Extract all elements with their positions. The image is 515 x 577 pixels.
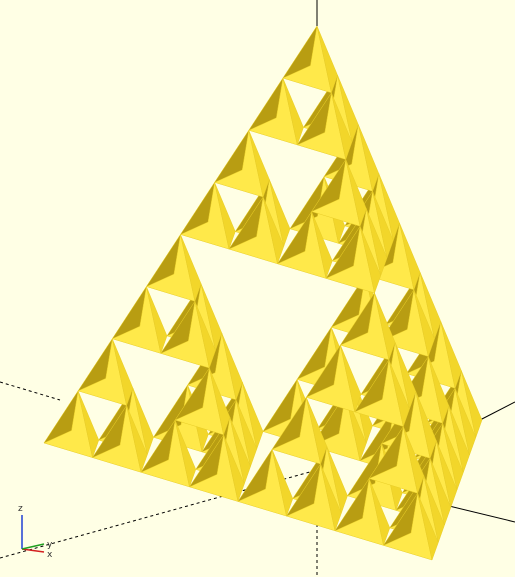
y-axis-positive	[444, 504, 515, 523]
tetra-shadow-facet	[310, 159, 347, 213]
tetra-shadow-facet	[285, 463, 321, 517]
tetra-side-face	[461, 370, 483, 439]
tetra-shadow-facet	[276, 211, 312, 265]
tetra-side-face	[448, 405, 470, 474]
tetra-side-face	[112, 338, 134, 407]
tetra-side-face	[126, 405, 148, 474]
tetra-shadow-facet	[289, 176, 325, 230]
tetra-shadow-facet	[305, 344, 341, 398]
tetra-side-face	[454, 388, 477, 456]
tetra-side-face	[242, 382, 264, 450]
sierpinski-tetrahedron-mesh	[43, 25, 483, 561]
tetra-side-face	[180, 234, 202, 303]
tetra-side-face	[359, 226, 382, 294]
tetra-shadow-facet	[334, 478, 370, 532]
tetra-shadow-facet	[179, 182, 215, 236]
tetra-shadow-facet	[296, 92, 332, 146]
tetra-side-face	[368, 478, 391, 547]
tetra-side-face	[403, 426, 425, 495]
tetra-side-face	[417, 493, 439, 561]
tetra-side-face	[372, 191, 394, 259]
tetra-side-face	[77, 390, 100, 459]
tetra-side-face	[132, 387, 154, 456]
tetra-side-face	[331, 92, 353, 161]
tetra-shadow-facet	[91, 405, 127, 459]
tetra-shadow-facet	[346, 443, 382, 497]
tetra-side-face	[269, 179, 291, 248]
tetra-shadow-facet	[43, 390, 79, 444]
tetra-shadow-facet	[271, 397, 307, 450]
tetra-shadow-facet	[248, 77, 284, 131]
tetra-side-face	[271, 449, 294, 518]
tetra-shadow-facet	[160, 301, 196, 354]
tetra-side-face	[248, 130, 270, 198]
tetra-shadow-facet	[213, 130, 250, 183]
tetra-shadow-facet	[237, 449, 273, 503]
tetra-side-face	[436, 440, 458, 509]
tetra-side-face	[399, 222, 421, 291]
tetra-side-face	[200, 283, 223, 352]
tetra-side-face	[194, 301, 216, 369]
tetra-side-face	[340, 345, 362, 413]
tetra-side-face	[388, 359, 410, 428]
tetra-side-face	[229, 417, 251, 485]
tetra-shadow-facet	[368, 426, 404, 480]
tetra-side-face	[223, 434, 245, 503]
tetra-side-face	[337, 75, 359, 143]
tetra-side-face	[235, 399, 258, 468]
tetra-shadow-facet	[382, 493, 418, 546]
tetra-shadow-facet	[296, 327, 332, 380]
tetra-side-face	[209, 367, 231, 436]
tetra-side-face	[428, 356, 450, 425]
tetra-shadow-facet	[140, 419, 176, 473]
tetra-shadow-facet	[359, 408, 395, 462]
tetra-side-face	[419, 272, 442, 340]
tetra-shadow-facet	[228, 196, 264, 250]
tetra-shadow-facet	[310, 393, 346, 447]
tetra-shadow-facet	[330, 274, 366, 328]
y-axis-negative	[0, 381, 61, 401]
tetra-shadow-facet	[174, 367, 210, 421]
tetra-shadow-facet	[282, 25, 318, 79]
tetra-shadow-facet	[111, 286, 147, 340]
tetra-side-face	[345, 159, 367, 228]
tetra-side-face	[374, 292, 396, 361]
tetra-shadow-facet	[188, 434, 224, 488]
tetra-side-face	[311, 211, 333, 280]
tetra-side-face	[429, 458, 452, 526]
tetra-shadow-facet	[325, 226, 361, 279]
tetra-side-face	[366, 208, 388, 277]
tetra-side-face	[378, 173, 400, 242]
tetra-side-face	[282, 78, 304, 146]
tetra-shadow-facet	[354, 359, 390, 413]
tetra-side-face	[326, 446, 348, 515]
tetra-side-face	[262, 196, 285, 265]
tetra-shadow-facet	[379, 289, 415, 343]
tetra-shadow-facet	[77, 338, 113, 392]
tetra-shadow-facet	[339, 292, 375, 346]
tetra-side-face	[440, 321, 462, 390]
tetra-side-face	[316, 25, 338, 94]
tetra-side-face	[423, 475, 445, 544]
tetra-side-face	[221, 332, 243, 401]
tetra-side-face	[394, 342, 417, 410]
tetra-side-face	[306, 397, 328, 465]
tetra-side-face	[174, 420, 197, 488]
tetra-side-face	[442, 423, 464, 491]
x-axis-negative	[0, 469, 318, 559]
tetra-side-face	[146, 286, 168, 355]
tetra-shadow-facet	[145, 234, 181, 288]
tetra-side-face	[214, 182, 236, 251]
tetra-shadow-facet	[262, 379, 298, 433]
tetra-shadow-facet	[152, 384, 188, 438]
x-axis-positive	[479, 401, 515, 421]
tetra-side-face	[358, 124, 380, 193]
tetra-side-face	[413, 289, 435, 358]
tetra-side-face	[320, 463, 342, 532]
tetra-side-face	[415, 391, 437, 460]
